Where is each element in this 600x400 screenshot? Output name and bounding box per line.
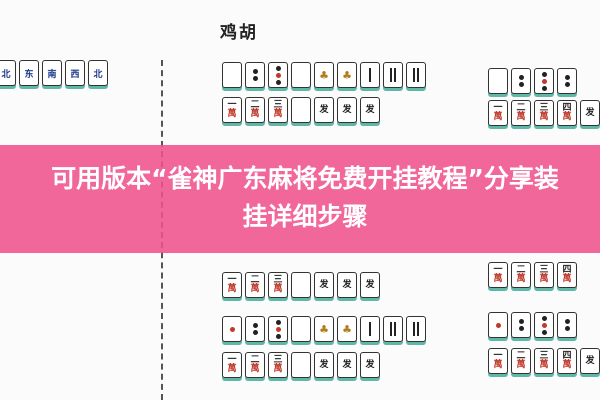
tile-fa[interactable]: 发: [314, 97, 334, 123]
tile-wind[interactable]: 东: [19, 60, 39, 86]
hand-row: 一萬 二萬 三萬 发 发 发: [222, 272, 380, 298]
tile-wan[interactable]: 三萬: [534, 100, 554, 126]
tile-wan[interactable]: 二萬: [245, 97, 265, 123]
winds-row: 北 东 南 西 北: [0, 60, 108, 86]
hand-row: 一萬 二萬 三萬 发 发 发: [222, 352, 380, 378]
tile-dots[interactable]: [511, 312, 531, 338]
hand-row: [488, 68, 577, 94]
tile-wan[interactable]: 三萬: [268, 352, 288, 378]
tile-wan[interactable]: 二萬: [245, 352, 265, 378]
tile-dots[interactable]: [557, 312, 577, 338]
tile-sticks[interactable]: [406, 316, 426, 342]
hand-row: 一萬 二萬 三萬 四萬 发: [488, 100, 600, 126]
tile-fa[interactable]: 发: [337, 97, 357, 123]
tile-wan[interactable]: 四萬: [557, 262, 577, 288]
tile-fa[interactable]: 发: [360, 272, 380, 298]
tile-blank[interactable]: [488, 68, 508, 94]
tile-fa[interactable]: 发: [337, 272, 357, 298]
tile-wan[interactable]: 一萬: [488, 262, 508, 288]
tile-wan[interactable]: 四萬: [557, 348, 577, 374]
tile-fa[interactable]: 发: [580, 348, 600, 374]
tile-dots[interactable]: [557, 68, 577, 94]
tile-dots[interactable]: [534, 68, 554, 94]
tile-wan[interactable]: 二萬: [511, 348, 531, 374]
tile-wan[interactable]: 一萬: [222, 97, 242, 123]
tile-dots[interactable]: [511, 68, 531, 94]
hand-row: [488, 312, 577, 338]
tile-blank[interactable]: [291, 352, 311, 378]
tile-wan[interactable]: 三萬: [268, 272, 288, 298]
headline-text: 可用版本“雀神广东麻将免费开挂教程”分享装挂详细步骤: [51, 164, 559, 231]
tile-fa[interactable]: 发: [314, 352, 334, 378]
tile-wan[interactable]: 一萬: [222, 272, 242, 298]
tile-wan[interactable]: 三萬: [534, 348, 554, 374]
tile-flower[interactable]: ♣: [337, 62, 357, 88]
tile-flower[interactable]: ♣: [314, 62, 334, 88]
tile-blank[interactable]: [291, 272, 311, 298]
tile-dots[interactable]: [222, 316, 242, 342]
tile-fa[interactable]: 发: [337, 352, 357, 378]
tile-dots[interactable]: [245, 316, 265, 342]
tile-wan[interactable]: 一萬: [488, 100, 508, 126]
tile-wan[interactable]: 二萬: [511, 262, 531, 288]
tile-fa[interactable]: 发: [580, 100, 600, 126]
tile-sticks[interactable]: [360, 62, 380, 88]
tile-wan[interactable]: 四萬: [557, 100, 577, 126]
tile-dots[interactable]: [534, 312, 554, 338]
tile-fa[interactable]: 发: [360, 97, 380, 123]
tile-wan[interactable]: 三萬: [268, 97, 288, 123]
tile-fa[interactable]: 发: [314, 272, 334, 298]
tile-fa[interactable]: 发: [360, 352, 380, 378]
tile-blank[interactable]: [291, 62, 311, 88]
tile-blank[interactable]: [291, 316, 311, 342]
tile-flower[interactable]: ♣: [337, 316, 357, 342]
hand-row: 一萬 二萬 三萬 四萬 发: [488, 348, 600, 374]
tile-wan[interactable]: 二萬: [245, 272, 265, 298]
tile-flower[interactable]: ♣: [314, 316, 334, 342]
hand-row: ♣ ♣: [222, 62, 426, 88]
page-title: 鸡胡: [220, 23, 258, 43]
tile-wan[interactable]: 一萬: [488, 348, 508, 374]
tile-sticks[interactable]: [360, 316, 380, 342]
headline-banner: [0, 145, 600, 253]
tile-wan[interactable]: 三萬: [534, 262, 554, 288]
tile-blank[interactable]: [222, 62, 242, 88]
tile-wind[interactable]: 北: [88, 60, 108, 86]
tile-blank[interactable]: [291, 97, 311, 123]
tile-dots[interactable]: [268, 316, 288, 342]
tile-wind[interactable]: 西: [65, 60, 85, 86]
tile-wind[interactable]: 南: [42, 60, 62, 86]
hand-row: 一萬 二萬 三萬 四萬: [488, 262, 577, 288]
hand-row: ♣ ♣: [222, 316, 426, 342]
tile-sticks[interactable]: [383, 62, 403, 88]
tile-dots[interactable]: [245, 62, 265, 88]
tile-dots[interactable]: [488, 312, 508, 338]
hand-row: 一萬 二萬 三萬 发 发 发: [222, 97, 380, 123]
tile-sticks[interactable]: [383, 316, 403, 342]
tile-sticks[interactable]: [406, 62, 426, 88]
tile-dots[interactable]: [268, 62, 288, 88]
tile-wind[interactable]: 北: [0, 60, 16, 86]
tile-wan[interactable]: 二萬: [511, 100, 531, 126]
tile-wan[interactable]: 一萬: [222, 352, 242, 378]
